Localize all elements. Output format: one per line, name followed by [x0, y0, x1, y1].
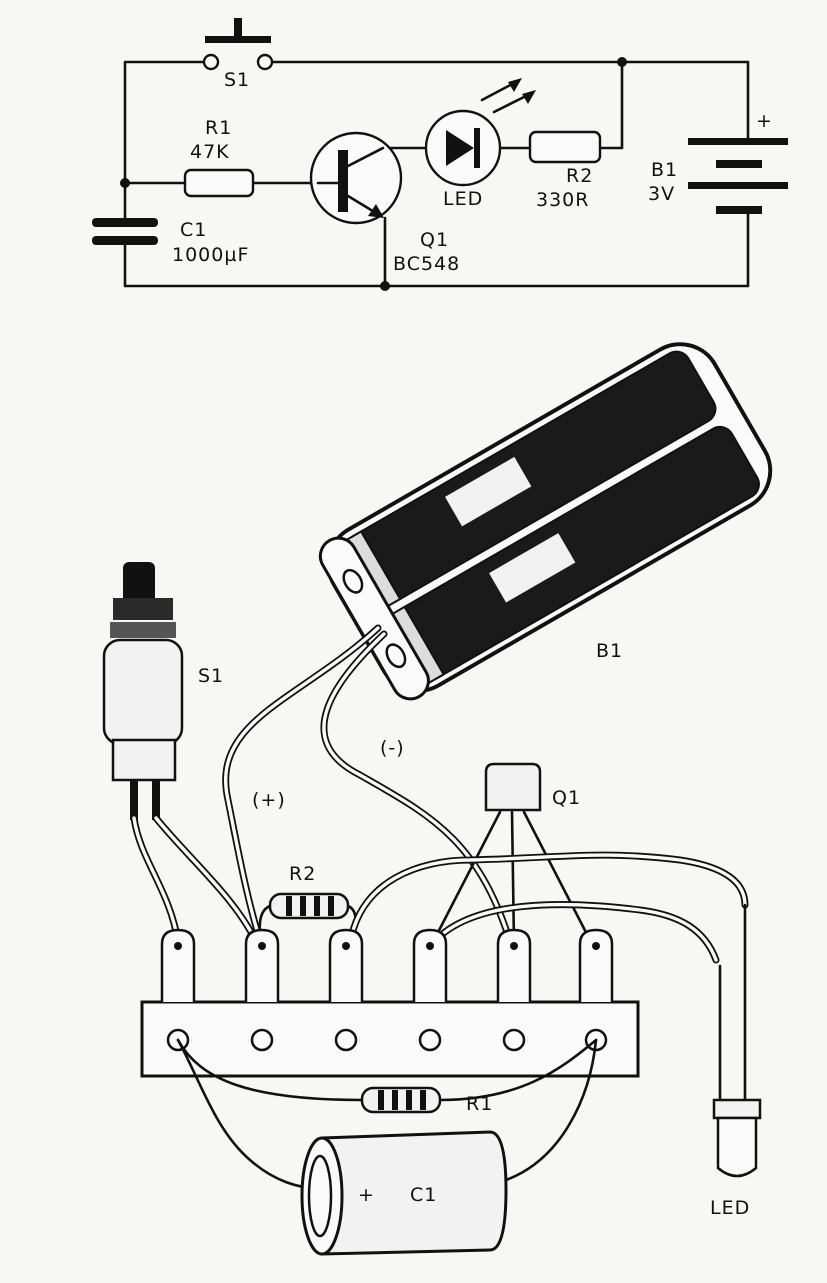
resistor-r1-label: R1 — [205, 117, 232, 139]
resistor-r2-label: R2 — [566, 165, 593, 187]
resistor-r1-value: 47K — [190, 141, 230, 163]
battery-b1-label: B1 — [651, 159, 678, 181]
resistor-r1-assembly-label: R1 — [466, 1093, 493, 1115]
resistor-r1-symbol — [183, 168, 255, 198]
resistor-r2-assembly-label: R2 — [289, 863, 316, 885]
transistor-q1-symbol — [309, 131, 403, 225]
r1-lead-wire — [176, 1038, 598, 1102]
resistor-r2-value: 330R — [536, 189, 589, 211]
capacitor-c1-polarity: + — [358, 1184, 375, 1206]
resistor-r1-body — [360, 1086, 442, 1114]
switch-s1-symbol — [202, 18, 274, 71]
transistor-q1-label: Q1 — [420, 229, 449, 251]
led-symbol — [424, 78, 536, 187]
resistor-r2-body — [268, 892, 350, 920]
junction-dot — [617, 57, 627, 67]
battery-b1-symbol — [688, 138, 788, 214]
jumper-wire — [346, 851, 749, 948]
resistor-r2-symbol — [528, 130, 602, 164]
capacitor-c1-symbol — [92, 218, 158, 245]
schematic-wire-top-right — [268, 60, 750, 144]
capacitor-c1-assembly-label: C1 — [410, 1184, 437, 1206]
schematic-wire-right — [123, 210, 750, 288]
transistor-q1-assembly-label: Q1 — [552, 787, 581, 809]
positive-lead-label: (+) — [252, 789, 286, 811]
battery-polarity-plus: + — [756, 110, 773, 132]
battery-b1-value: 3V — [648, 183, 675, 205]
junction-dot — [120, 178, 130, 188]
capacitor-c1-value: 1000µF — [172, 244, 249, 266]
transistor-q1-body — [430, 762, 594, 946]
switch-s1-assembly-label: S1 — [198, 665, 224, 687]
junction-dot — [380, 281, 390, 291]
schematic-wire-top — [123, 60, 207, 185]
terminal-holes — [174, 942, 600, 950]
battery-holder-b1 — [318, 342, 773, 701]
switch-s1-label: S1 — [224, 69, 250, 91]
c1-lead-wire — [176, 1038, 598, 1190]
negative-lead-label: (-) — [380, 737, 405, 759]
led-assembly-label: LED — [710, 1197, 750, 1219]
led-label: LED — [443, 188, 483, 210]
capacitor-c1-body — [300, 1130, 508, 1256]
terminal-strip — [140, 928, 640, 1078]
led-body — [712, 903, 762, 1178]
transistor-q1-value: BC548 — [393, 253, 460, 275]
battery-b1-assembly-label: B1 — [596, 640, 623, 662]
terminal-lugs — [160, 928, 614, 1002]
schematic-diagram: S1 R1 47K C1 1000µF Q1 BC548 — [92, 18, 788, 291]
assembly-diagram: B1 (+) (-) S1 Q1 — [102, 342, 773, 1256]
led-return-wire — [428, 901, 720, 964]
push-switch-s1 — [102, 562, 184, 820]
capacitor-c1-label: C1 — [180, 219, 207, 241]
